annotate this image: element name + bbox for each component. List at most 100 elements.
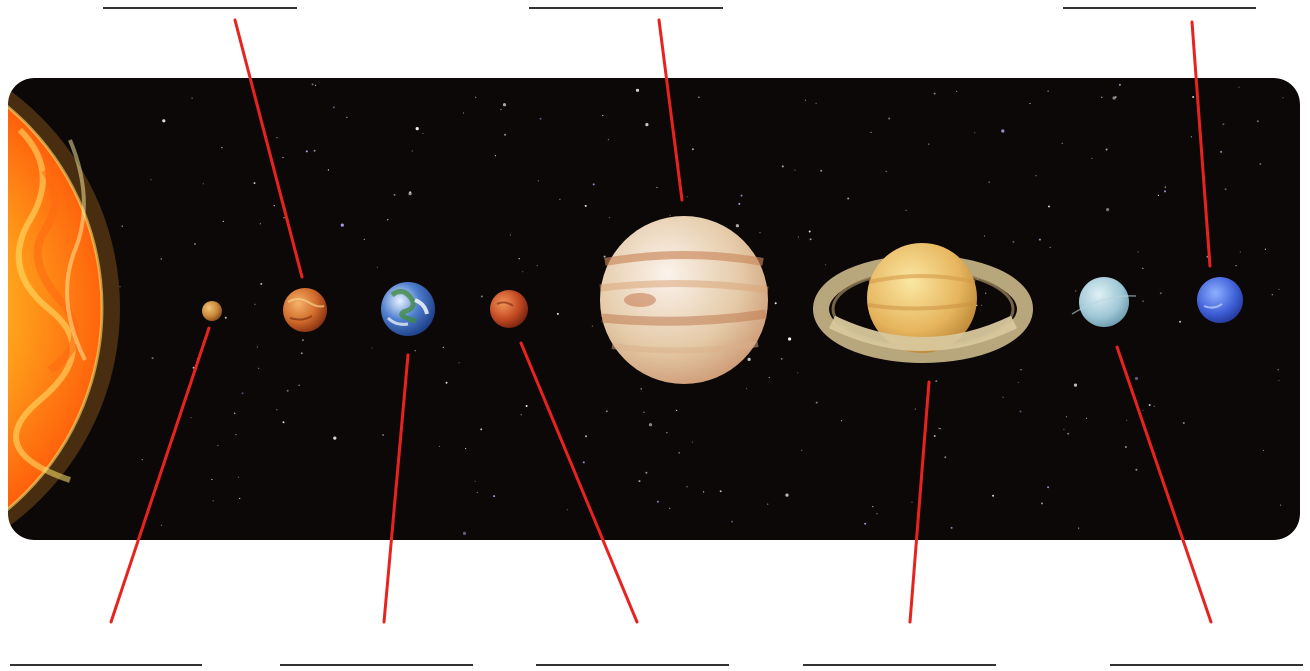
star	[287, 390, 289, 392]
star	[1075, 290, 1076, 291]
star	[809, 231, 811, 233]
star	[1278, 380, 1279, 381]
star	[788, 337, 791, 340]
star	[679, 452, 680, 453]
star	[798, 236, 799, 237]
star	[657, 501, 659, 503]
star	[142, 459, 143, 460]
star	[794, 170, 795, 171]
neptune-icon	[1197, 277, 1243, 323]
star	[782, 165, 784, 167]
star	[217, 445, 218, 446]
star	[639, 480, 641, 482]
star	[643, 412, 644, 413]
star	[1041, 502, 1043, 504]
star	[211, 479, 212, 480]
star	[1149, 404, 1151, 406]
star	[841, 420, 842, 421]
star	[1222, 123, 1224, 125]
star	[669, 508, 670, 509]
star	[692, 148, 694, 150]
star	[1225, 188, 1227, 190]
star	[443, 347, 444, 348]
star	[1236, 265, 1237, 266]
star	[412, 150, 413, 151]
star	[1265, 249, 1266, 250]
star	[888, 118, 890, 120]
star	[746, 388, 747, 389]
star	[152, 357, 154, 359]
star	[213, 500, 214, 501]
star	[260, 283, 262, 285]
star	[150, 179, 151, 180]
star	[641, 388, 642, 389]
star	[992, 495, 994, 497]
star	[371, 347, 372, 348]
star	[382, 434, 384, 436]
star	[1257, 120, 1259, 122]
star	[557, 313, 559, 315]
star	[481, 296, 483, 298]
star	[583, 461, 585, 463]
star	[254, 182, 256, 184]
star	[274, 205, 275, 206]
star	[495, 155, 496, 156]
star	[1192, 96, 1194, 98]
star	[1138, 251, 1139, 252]
star	[254, 304, 255, 305]
star	[981, 305, 982, 306]
star	[1142, 300, 1144, 302]
star	[781, 358, 783, 360]
star	[820, 170, 822, 172]
star	[939, 428, 940, 429]
star	[1001, 129, 1004, 132]
star	[394, 194, 396, 196]
star	[301, 352, 303, 354]
star	[1142, 268, 1143, 269]
star	[1039, 239, 1041, 241]
star	[190, 417, 191, 418]
star	[538, 180, 539, 181]
star	[221, 147, 222, 148]
star	[1048, 206, 1050, 208]
star	[1063, 429, 1064, 430]
star	[1062, 143, 1063, 144]
star	[537, 265, 538, 266]
star	[1020, 369, 1021, 370]
star	[801, 450, 802, 451]
star	[422, 133, 423, 134]
star	[333, 106, 335, 108]
star	[161, 258, 162, 259]
star	[935, 380, 937, 382]
star	[656, 187, 657, 188]
star	[816, 103, 817, 104]
star	[258, 368, 259, 369]
star	[276, 409, 277, 410]
star	[415, 350, 416, 351]
star	[480, 428, 482, 430]
star	[775, 302, 777, 304]
star	[477, 492, 478, 493]
star	[162, 119, 165, 122]
star	[1191, 136, 1192, 137]
star	[602, 115, 603, 116]
star	[797, 372, 798, 373]
star	[608, 139, 609, 140]
star	[989, 182, 990, 183]
star	[1091, 158, 1092, 159]
star	[235, 434, 236, 435]
jupiter-icon	[600, 216, 768, 384]
star	[1101, 97, 1102, 98]
star	[504, 134, 506, 136]
star	[238, 477, 239, 478]
star	[203, 183, 204, 184]
star	[1154, 406, 1155, 407]
star	[1126, 420, 1127, 421]
star	[122, 226, 123, 227]
star	[1165, 187, 1166, 188]
star	[1086, 418, 1087, 419]
star	[645, 123, 648, 126]
star	[609, 217, 610, 218]
star	[328, 169, 329, 170]
star	[585, 435, 587, 437]
